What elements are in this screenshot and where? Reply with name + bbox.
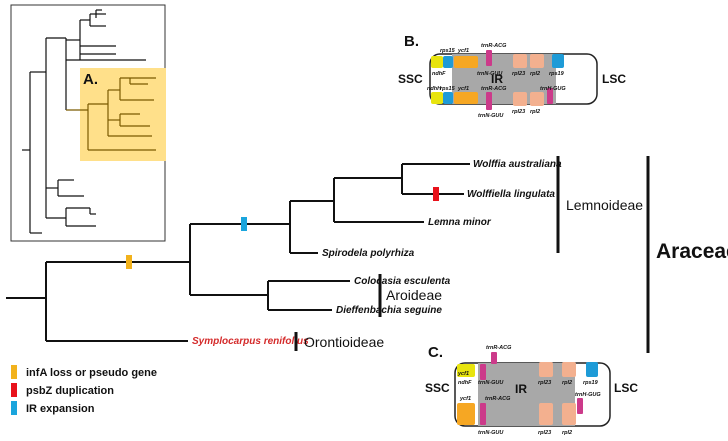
lsc-label: LSC xyxy=(602,72,626,86)
gene-label: trnR-ACG xyxy=(485,396,511,402)
lsc-label: LSC xyxy=(614,381,638,395)
taxon-label: Wolffiella lingulata xyxy=(467,189,555,200)
taxon-label: Dieffenbachia seguine xyxy=(336,305,442,316)
gene-label: rps15 xyxy=(440,86,456,92)
gene-rpl23-box xyxy=(539,403,553,425)
legend-label: IR expansion xyxy=(26,403,95,415)
gene-rps15-box xyxy=(443,92,453,104)
legend-swatch-infa xyxy=(11,365,17,379)
gene-trnr-box xyxy=(486,92,492,110)
gene-label: ndhF xyxy=(458,380,472,386)
gene-label: trnR-ACG xyxy=(481,86,507,92)
gene-label: rpl2 xyxy=(562,380,572,386)
taxon-label: Spirodela polyrhiza xyxy=(322,248,415,259)
gene-label: rpl2 xyxy=(562,430,572,436)
gene-label: trnH-GUG xyxy=(540,86,566,92)
infa-loss-marker xyxy=(126,255,132,269)
gene-label: ycf1 xyxy=(457,371,469,377)
gene-label: ycf1 xyxy=(457,86,469,92)
gene-label: rpl23 xyxy=(512,109,525,115)
inset-tag: A. xyxy=(83,71,98,88)
ir-expansion-marker xyxy=(241,217,247,231)
clade-bars xyxy=(294,156,650,353)
gene-trnr-box xyxy=(486,50,492,66)
gene-label: ycf1 xyxy=(459,396,471,402)
gene-label: rpl2 xyxy=(530,71,540,77)
gene-label: rps19 xyxy=(549,71,565,77)
gene-label: rpl23 xyxy=(538,380,551,386)
panel-tag: C. xyxy=(428,344,443,361)
gene-ycf1-box xyxy=(454,92,478,104)
inset-branches xyxy=(22,9,156,234)
gene-label: trnN-GUU xyxy=(477,71,503,77)
gene-rps19-box xyxy=(586,362,598,377)
taxon-label: Lemna minor xyxy=(428,217,492,228)
ssc-label: SSC xyxy=(398,72,423,86)
ir-label: IR xyxy=(491,72,503,86)
gene-label: rps19 xyxy=(583,380,599,386)
gene-label: trnN-GUU xyxy=(478,430,504,436)
legend-label: psbZ duplication xyxy=(26,385,114,397)
gene-label: rpl23 xyxy=(512,71,525,77)
clade-label-aroideae: Aroideae xyxy=(386,287,442,303)
gene-label: trnH-GUG xyxy=(575,392,601,398)
gene-rpl23-box xyxy=(539,362,553,377)
gene-label: trnN-GUU xyxy=(478,380,504,386)
psbz-duplication-marker xyxy=(433,187,439,201)
gene-trnn-box xyxy=(480,364,486,380)
gene-label: ndhF xyxy=(432,71,446,77)
gene-label: ycf1 xyxy=(457,48,469,54)
gene-trnh-box xyxy=(577,398,583,414)
gene-label: trnR-ACG xyxy=(481,43,507,49)
gene-ndhf-box xyxy=(457,364,475,377)
gene-rpl2-box xyxy=(530,54,544,68)
gene-rps15-box xyxy=(443,56,453,68)
gene-label: ndhH xyxy=(427,86,442,92)
taxon-label: Colocasia esculenta xyxy=(354,276,451,287)
gene-rpl2-box xyxy=(562,362,576,377)
gene-rps19-box xyxy=(552,54,564,68)
panel-b: B. SSC LSC IR rps15 ycf1 trnR-ACG ndhF t… xyxy=(398,33,626,119)
ir-label: IR xyxy=(515,382,527,396)
gene-trnn-box xyxy=(480,403,486,425)
gene-ndhf-box xyxy=(431,56,443,68)
gene-ycf1-box xyxy=(454,56,478,68)
panel-c: C. SSC LSC IR trnR-ACG ndhF trnN-GUU rpl… xyxy=(425,344,638,436)
legend-swatch-ir xyxy=(11,401,17,415)
clade-label-araceae: Araceae xyxy=(656,240,728,263)
gene-ndhh-box xyxy=(431,92,443,104)
gene-ycf1-box xyxy=(457,403,475,425)
gene-trnr-box xyxy=(491,352,497,364)
gene-label: rpl23 xyxy=(538,430,551,436)
gene-trnh-box xyxy=(547,88,553,104)
legend-swatch-psbz xyxy=(11,383,17,397)
clade-label-lemnoideae: Lemnoideae xyxy=(566,197,643,213)
taxon-label-highlighted: Symplocarpus renifolius xyxy=(192,336,309,347)
gene-label: trnN-GUU xyxy=(478,113,504,119)
ir-region xyxy=(478,363,575,426)
gene-rpl23-box xyxy=(513,92,527,106)
panel-tag: B. xyxy=(404,33,419,50)
legend-label: infA loss or pseudo gene xyxy=(26,367,157,379)
inset-tree: A. xyxy=(10,4,166,242)
taxon-label: Wolffia australiana xyxy=(473,159,562,170)
gene-rpl2-box xyxy=(530,92,544,106)
gene-rpl2-box xyxy=(562,403,576,425)
main-tree-branches xyxy=(6,163,470,342)
clade-label-orontioideae: Orontioideae xyxy=(304,334,384,350)
legend: infA loss or pseudo gene psbZ duplicatio… xyxy=(11,365,157,415)
gene-label: rpl2 xyxy=(530,109,540,115)
gene-rpl23-box xyxy=(513,54,527,68)
gene-label: trnR-ACG xyxy=(486,345,512,351)
ssc-label: SSC xyxy=(425,381,450,395)
gene-label: rps15 xyxy=(440,48,456,54)
